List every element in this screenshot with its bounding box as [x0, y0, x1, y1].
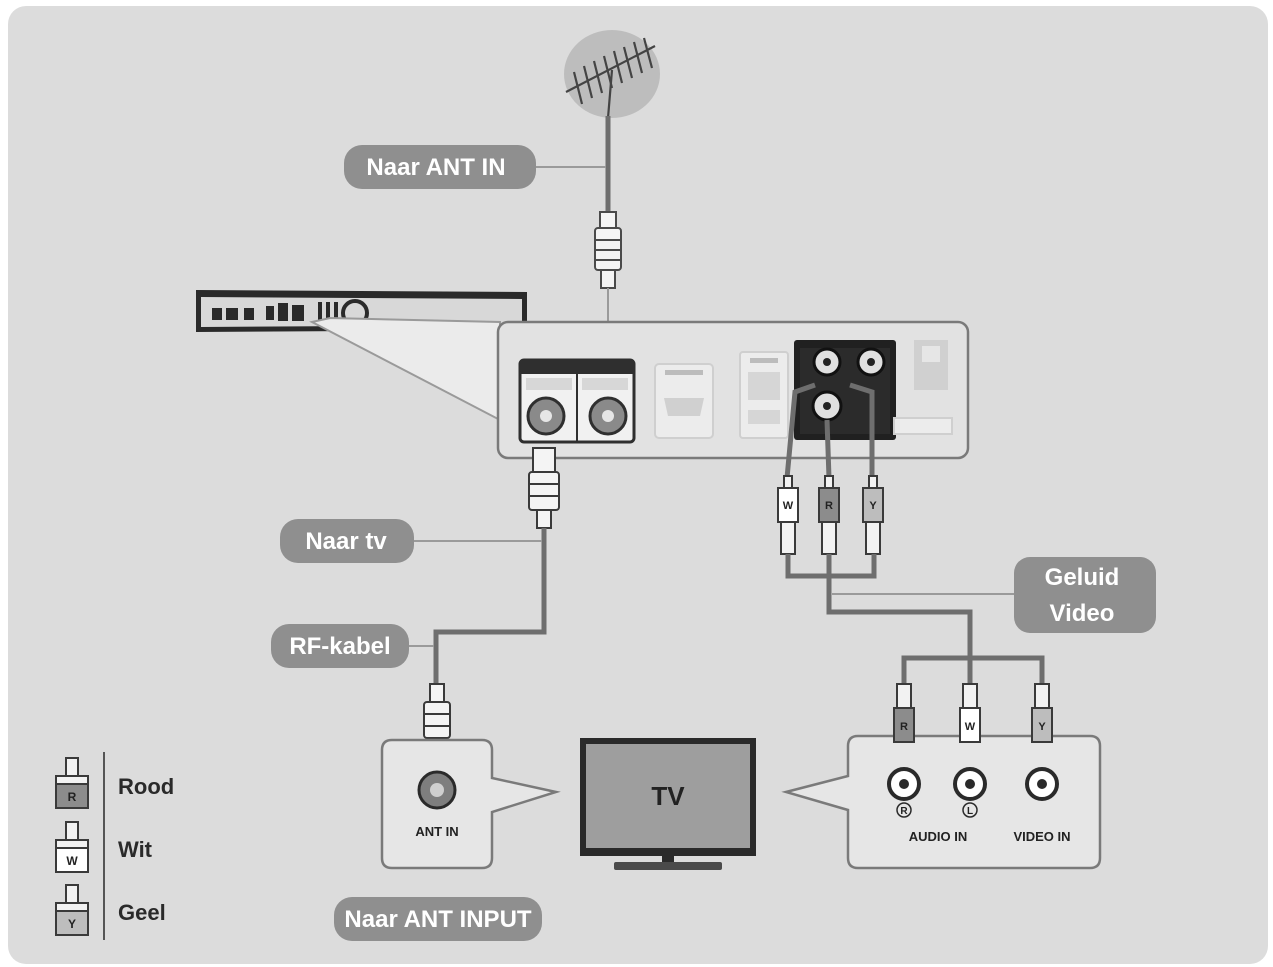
label-to-tv-text: Naar tv: [305, 528, 387, 555]
tv-av-in-callout: R W Y R L AUDIO IN VIDEO IN: [781, 683, 1102, 870]
legend-item-white: W Wit: [55, 821, 153, 873]
label-ant-input: Naar ANT INPUT: [334, 897, 542, 941]
label-ant-in: Naar ANT IN: [344, 145, 606, 189]
legend-code-white: W: [66, 854, 78, 868]
legend-code-yellow: Y: [68, 917, 76, 931]
rca-plug-r-player-label: R: [825, 500, 833, 512]
rca-cable-routing: [785, 554, 1045, 686]
rca-plug-r-tv: R: [893, 683, 915, 743]
legend-name-white: Wit: [118, 837, 153, 862]
antenna-icon: [564, 30, 660, 119]
label-rf-cable: RF-kabel: [271, 624, 434, 668]
diagram-background: [8, 6, 1268, 964]
rca-plug-w-tv: W: [959, 683, 981, 743]
tv-screen-label: TV: [651, 781, 685, 811]
legend-item-yellow: Y Geel: [55, 884, 166, 936]
rca-plug-w-player: W: [777, 475, 799, 555]
label-sound-text: Geluid: [1045, 564, 1120, 591]
antenna-port-block: [518, 358, 636, 444]
hdmi-port-block: [654, 363, 714, 439]
legend: R Rood W Wit Y Geel: [55, 752, 174, 940]
tv-set: TV: [580, 738, 756, 870]
rca-plug-w-player-label: W: [783, 500, 794, 512]
video-audio-out-block: [794, 340, 896, 440]
label-rf-cable-text: RF-kabel: [289, 633, 390, 660]
legend-item-red: R Rood: [55, 757, 174, 809]
tv-audio-in-label: AUDIO IN: [909, 829, 968, 844]
tv-video-in-label: VIDEO IN: [1013, 829, 1070, 844]
player-ports: [212, 299, 369, 327]
rf-cable: [433, 528, 547, 690]
label-sound-video: Geluid Video: [832, 557, 1156, 633]
label-ant-input-text: Naar ANT INPUT: [344, 906, 531, 933]
rca-plug-y-player: Y: [862, 475, 884, 555]
rca-plug-y-tv-label: Y: [1038, 721, 1046, 733]
tv-audio-r-mark: R: [900, 806, 908, 817]
legend-name-red: Rood: [118, 774, 174, 799]
legend-code-red: R: [68, 790, 77, 804]
rca-plug-w-tv-label: W: [965, 721, 976, 733]
rca-plug-y-player-label: Y: [869, 500, 877, 512]
tv-ant-in-callout: ANT IN: [380, 738, 561, 870]
tv-ant-in-label: ANT IN: [415, 824, 458, 839]
power-connector: [893, 340, 953, 435]
rca-plug-r-player: R: [818, 475, 840, 555]
tv-audio-l-mark: L: [967, 806, 973, 817]
rf-plug-to-tv: [528, 447, 560, 529]
label-to-tv: Naar tv: [280, 519, 542, 563]
label-ant-in-text: Naar ANT IN: [366, 154, 505, 181]
legend-name-yellow: Geel: [118, 900, 166, 925]
lan-port-block: [739, 351, 789, 439]
label-video-text: Video: [1050, 600, 1115, 627]
rca-plug-y-tv: Y: [1031, 683, 1053, 743]
zoom-wedge: [309, 316, 501, 422]
rca-plug-r-tv-label: R: [900, 721, 908, 733]
rca-cables-from-player: [784, 382, 875, 479]
